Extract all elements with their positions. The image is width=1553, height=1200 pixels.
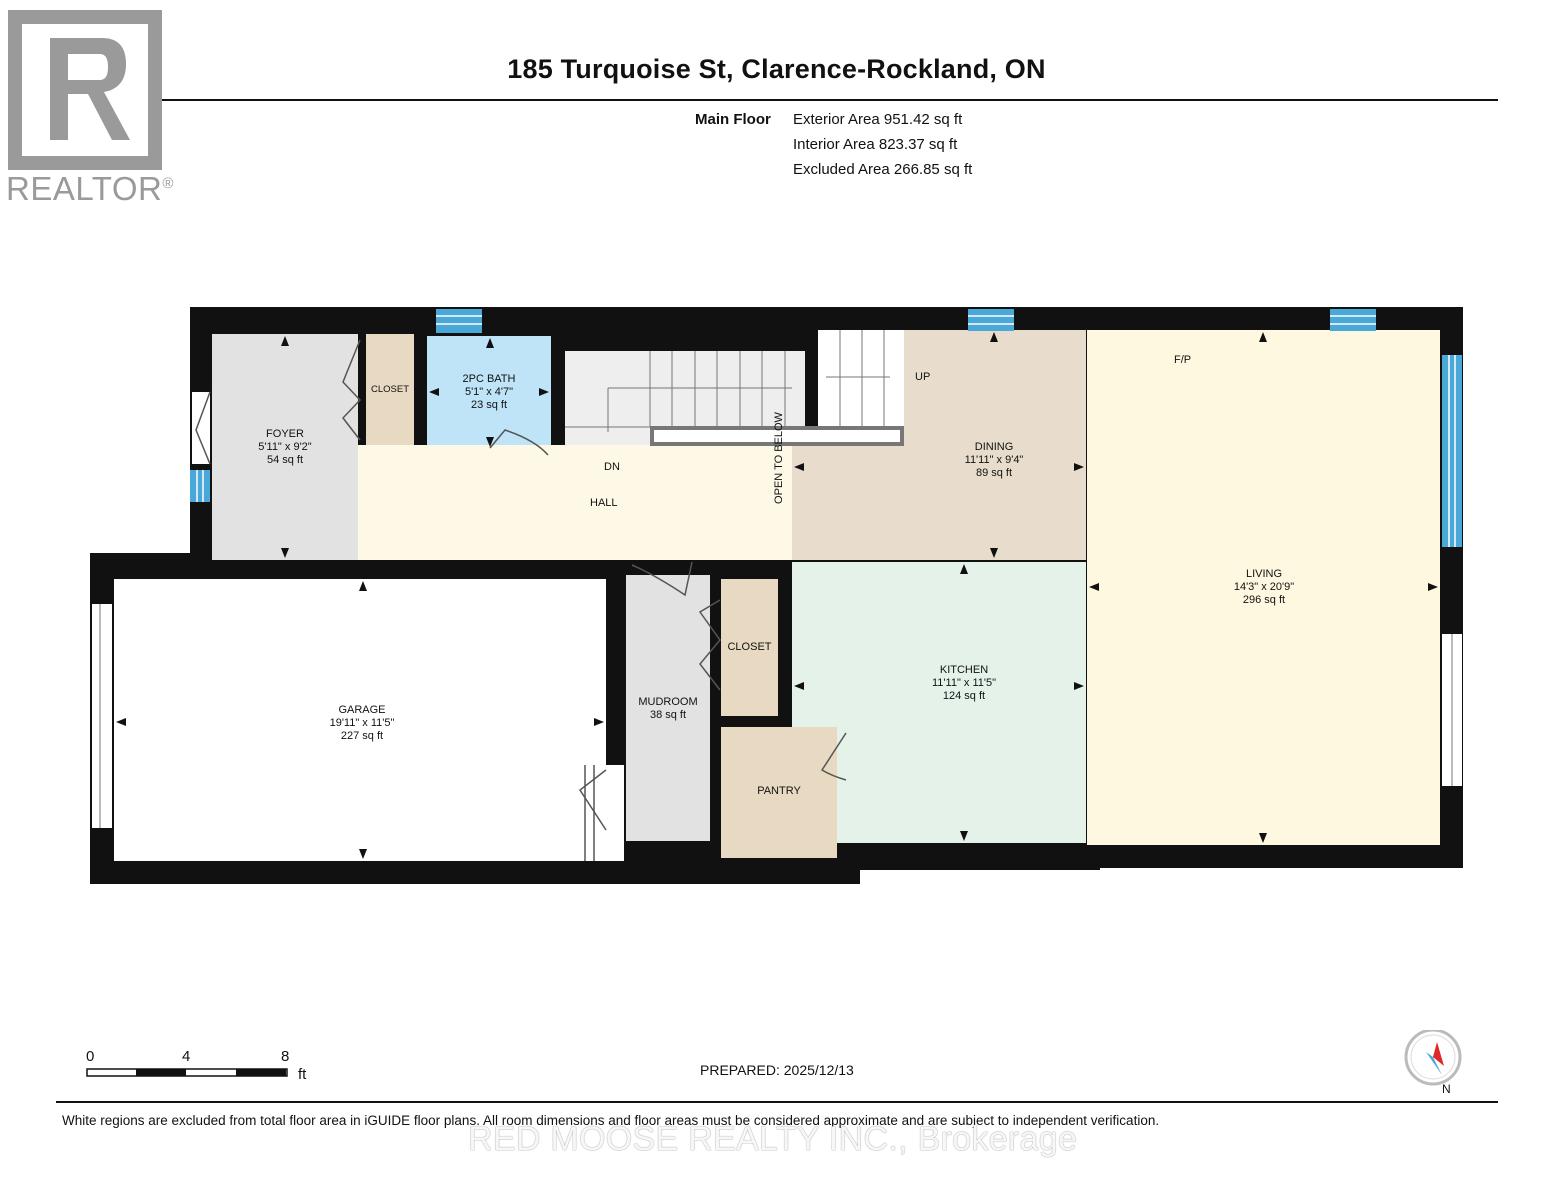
mudroom-room (626, 575, 710, 841)
footnote: White regions are excluded from total fl… (62, 1113, 1160, 1128)
exterior-area: Exterior Area 951.42 sq ft (793, 111, 963, 128)
prepared-date: PREPARED: 2025/12/13 (700, 1062, 854, 1078)
open-to-below-label: OPEN TO BELOW (773, 412, 785, 504)
hall-label: HALL (590, 497, 618, 509)
dimension-arrows (116, 332, 1438, 859)
header-divider (56, 99, 1498, 101)
dining-top (904, 330, 1086, 445)
scale-label-4: 4 (182, 1048, 191, 1065)
living-room (1087, 330, 1440, 845)
hall-room (358, 445, 792, 560)
closet-mud-label: CLOSET (727, 641, 772, 653)
footer-divider (56, 1101, 1498, 1103)
stair-up (818, 330, 904, 445)
closet-mud-room (721, 579, 778, 716)
compass-icon (1404, 1030, 1462, 1086)
door-swings (195, 339, 847, 861)
scale-label-0: 0 (86, 1048, 95, 1065)
closet-top-room (366, 334, 414, 447)
brokerage-watermark: RED MOOSE REALTY INC., Brokerage (468, 1120, 1078, 1158)
scale-unit: ft (298, 1066, 307, 1083)
kitchen-lower (847, 718, 1086, 843)
pantry-room (721, 727, 837, 858)
interior-area: Interior Area 823.37 sq ft (793, 136, 958, 153)
fp-label: F/P (1174, 354, 1192, 366)
pantry-label: PANTRY (757, 785, 801, 797)
foyer-room (212, 334, 358, 560)
scale-label-8: 8 (281, 1048, 290, 1065)
floor-label: Main Floor (695, 111, 771, 128)
compass-north-label: N (1442, 1082, 1451, 1096)
windows (190, 309, 1462, 547)
stair-treads (565, 330, 890, 432)
scale-bar (86, 1068, 288, 1077)
up-label: UP (915, 371, 931, 383)
realtor-logo (8, 10, 162, 170)
page-title: 185 Turquoise St, Clarence-Rockland, ON (507, 54, 1046, 84)
dn-label: DN (604, 461, 620, 473)
bath-room (427, 336, 551, 449)
garage-room (114, 579, 606, 861)
dining-room (792, 445, 1086, 560)
excluded-area: Excluded Area 266.85 sq ft (793, 161, 973, 178)
closet-top-label: CLOSET (370, 384, 409, 395)
realtor-wordmark: REALTOR® (6, 170, 174, 207)
